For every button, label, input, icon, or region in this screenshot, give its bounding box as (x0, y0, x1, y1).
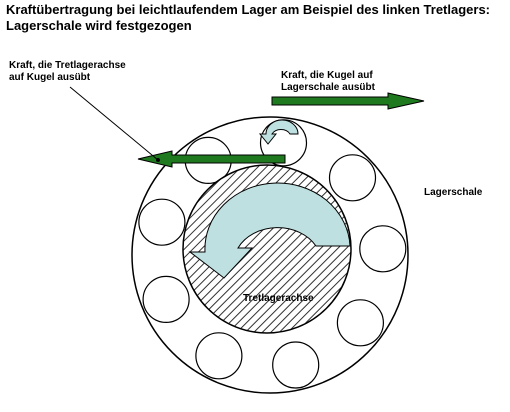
axle-label-text: Tretlagerachse (243, 293, 314, 304)
ball-force-label: Kraft, die Kugel auf Lagerschale ausübt (281, 70, 375, 94)
axle-force-label: Kraft, die Tretlagerachse auf Kugel ausü… (9, 60, 126, 84)
ball-force-label-line-1: Kraft, die Kugel auf (281, 70, 373, 81)
bearing-ball (359, 225, 407, 273)
bearing-ball (272, 341, 320, 389)
bearing-cup-label: Lagerschale (424, 187, 482, 199)
title-line-2: Lagerschale wird festgezogen (6, 18, 192, 33)
bearing-cup-label-text: Lagerschale (424, 187, 483, 198)
axle-label: Tretlagerachse (243, 293, 314, 305)
ball-force-arrow (271, 92, 425, 110)
bearing-ball (328, 154, 377, 202)
bearing-ball (336, 299, 384, 347)
bearing-ball (195, 332, 243, 380)
axle-force-label-line-1: Kraft, die Tretlagerachse (9, 60, 126, 71)
title-line-1: Kraftübertragung bei leichtlaufendem Lag… (6, 2, 491, 17)
ball-group (138, 119, 407, 389)
diagram-title: Kraftübertragung bei leichtlaufendem Lag… (6, 2, 506, 34)
ball-force-label-line-2: Lagerschale ausübt (281, 82, 375, 93)
axle-rotation-arrow (188, 182, 351, 279)
axle-force-pointer-line (69, 86, 159, 161)
ball-rotation-arrow (258, 119, 299, 145)
bearing-ball (142, 275, 190, 323)
axle-force-label-line-2: auf Kugel ausübt (9, 72, 91, 83)
bearing-ball (138, 198, 186, 246)
axle-force-arrow (137, 150, 286, 168)
axle-force-pointer-dot (156, 158, 160, 162)
